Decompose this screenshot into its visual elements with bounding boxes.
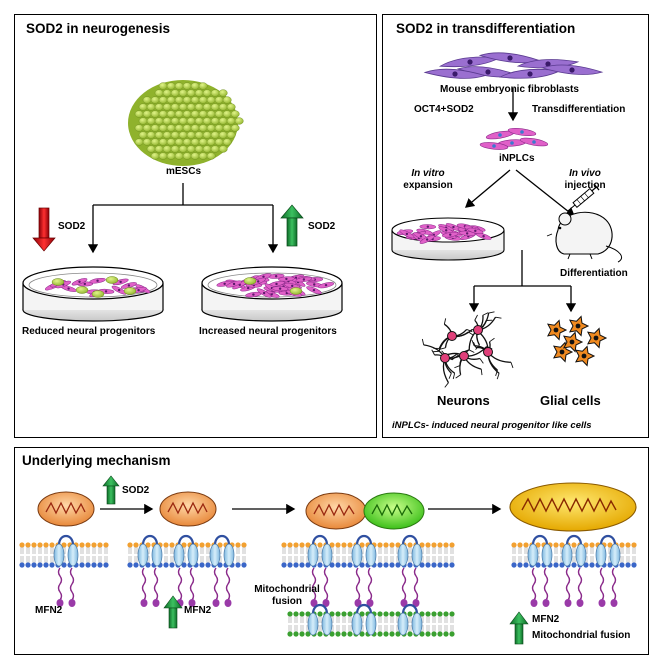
inplc-cluster bbox=[479, 127, 549, 150]
transdifferentiation-label: Transdifferentiation bbox=[532, 104, 626, 115]
mitochondrion-1 bbox=[37, 491, 95, 527]
inplcs-footnote: iNPLCs- induced neural progenitor like c… bbox=[392, 420, 592, 431]
mitochondrion-2 bbox=[159, 491, 217, 527]
syringe-icon bbox=[567, 183, 600, 212]
in-vivo-label: In vivo injection bbox=[555, 168, 615, 192]
sod2-up-label: SOD2 bbox=[308, 221, 336, 232]
in-vitro-text: In vitro bbox=[411, 168, 445, 179]
dish-expansion bbox=[391, 217, 505, 261]
in-vivo-text: In vivo bbox=[569, 168, 601, 179]
reduced-neural-progenitors-label: Reduced neural progenitors bbox=[22, 326, 156, 337]
fibroblasts bbox=[423, 52, 604, 79]
factors-label: OCT4+SOD2 bbox=[414, 104, 474, 115]
mitochondrion-fused bbox=[509, 482, 637, 532]
sod2-down-label: SOD2 bbox=[58, 221, 86, 232]
mfn2-label-2: MFN2 bbox=[184, 605, 212, 616]
sod2-mech-label: SOD2 bbox=[122, 485, 150, 496]
mito-fusion-line1: Mitochondrial bbox=[254, 584, 320, 595]
mfn2-up-arrow bbox=[163, 595, 183, 629]
sod2-up-arrow bbox=[280, 204, 304, 247]
legend-fusion-label: Mitochondrial fusion bbox=[532, 630, 631, 641]
mesc-colony bbox=[128, 80, 244, 166]
mito-fusion-line2: fusion bbox=[272, 596, 302, 607]
panel-mechanism-title: Underlying mechanism bbox=[22, 453, 171, 468]
sod2-up-arrow-mech bbox=[102, 475, 120, 505]
legend-mfn2-label: MFN2 bbox=[532, 614, 560, 625]
dish-increased bbox=[201, 266, 343, 322]
mouse-icon bbox=[546, 183, 622, 263]
mescs-label: mESCs bbox=[166, 166, 202, 177]
legend-up-arrow bbox=[509, 611, 529, 645]
differentiation-label: Differentiation bbox=[560, 268, 628, 279]
mitochondrial-fusion-label: Mitochondrial fusion bbox=[252, 584, 322, 608]
glial-cells-illustration bbox=[546, 315, 608, 367]
increased-neural-progenitors-label: Increased neural progenitors bbox=[199, 326, 337, 337]
panel-transdifferentiation-title: SOD2 in transdifferentiation bbox=[396, 21, 576, 36]
mfn2-label-1: MFN2 bbox=[35, 605, 63, 616]
panel-neurogenesis-title: SOD2 in neurogenesis bbox=[26, 21, 171, 36]
in-vitro-label: In vitro expansion bbox=[398, 168, 458, 192]
expansion-text: expansion bbox=[403, 180, 453, 191]
mitochondrion-3 bbox=[305, 492, 367, 530]
outer-membranes bbox=[19, 534, 637, 637]
fibroblasts-label: Mouse embryonic fibroblasts bbox=[440, 84, 579, 95]
inplcs-label: iNPLCs bbox=[499, 153, 535, 164]
dish-reduced bbox=[22, 266, 164, 322]
neurons-label: Neurons bbox=[437, 393, 490, 408]
neurons-illustration bbox=[421, 311, 514, 388]
glial-cells-label: Glial cells bbox=[540, 393, 601, 408]
mitochondrion-green bbox=[363, 492, 425, 530]
sod2-down-arrow bbox=[32, 207, 56, 252]
injection-text: injection bbox=[564, 180, 606, 191]
